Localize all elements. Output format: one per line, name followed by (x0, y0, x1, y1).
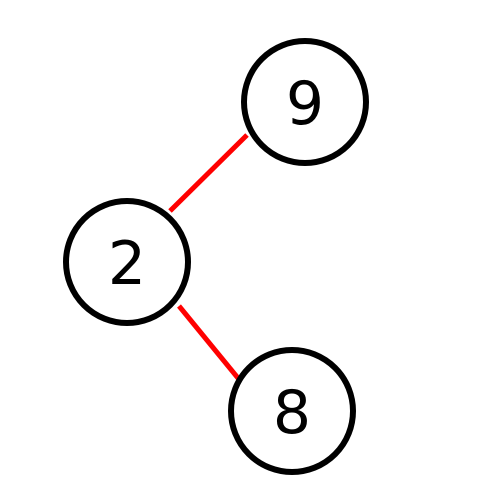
node-2-circle (63, 198, 191, 326)
edge-2-to-9 (168, 133, 249, 213)
node-9-circle (241, 38, 369, 166)
node-8-circle (228, 347, 356, 475)
edge-2-to-8 (177, 304, 244, 385)
node-9: 9 (241, 38, 369, 166)
node-8: 8 (228, 347, 356, 475)
nodes: 9 2 8 (63, 38, 369, 475)
node-9-label: 9 (286, 69, 324, 139)
node-8-label: 8 (273, 378, 311, 448)
edges (168, 133, 249, 385)
node-2-label: 2 (108, 229, 146, 299)
node-2: 2 (63, 198, 191, 326)
